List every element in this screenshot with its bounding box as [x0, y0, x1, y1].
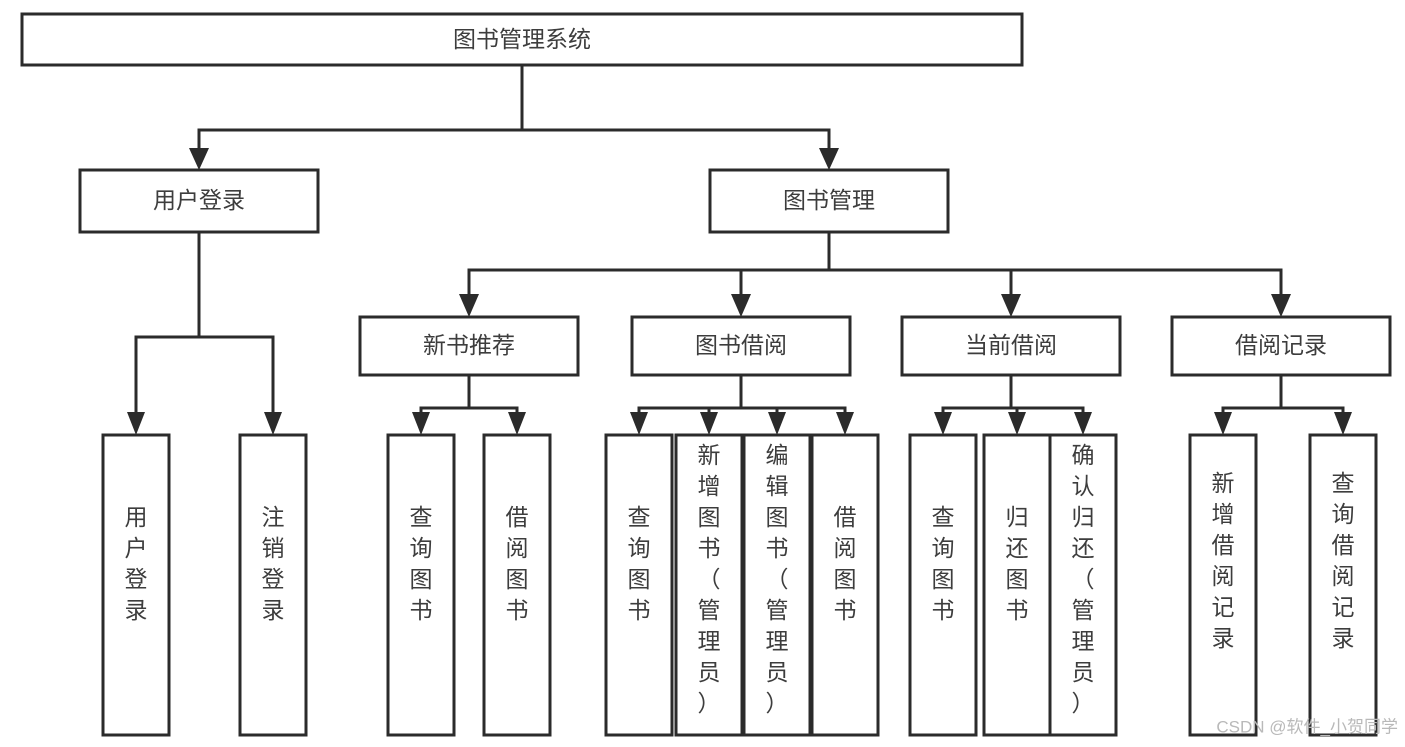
node-leaf-add-record-box[interactable]	[1188, 433, 1258, 737]
node-leaf-add-record[interactable]: 新增借阅记录	[1188, 433, 1258, 737]
node-leaf-user-login[interactable]: 用户登录	[101, 433, 171, 737]
arrow-leaf-query-book-1	[412, 412, 430, 435]
node-leaf-logout-label: 注销登录	[262, 504, 285, 623]
arrow-leaf-return-book	[1008, 412, 1026, 435]
node-leaf-user-login-box[interactable]	[101, 433, 171, 737]
node-leaf-query-book-2[interactable]: 查询图书	[604, 433, 674, 737]
node-leaf-add-book-box[interactable]	[674, 433, 744, 737]
node-leaf-borrow-book-1[interactable]: 借阅图书	[482, 433, 552, 737]
node-leaf-borrow-book-2-box[interactable]	[810, 433, 880, 737]
node-leaf-query-book-3-label: 查询图书	[932, 504, 955, 623]
node-leaf-borrow-book-2-label: 借阅图书	[834, 504, 857, 623]
node-borrow-record[interactable]: 借阅记录	[1170, 315, 1392, 377]
node-book-manage-box[interactable]	[708, 168, 950, 234]
node-leaf-confirm-return[interactable]: 确认归还（管理员）	[1048, 433, 1118, 737]
arrow-new-book-rec	[459, 294, 479, 317]
node-leaf-add-book[interactable]: 新增图书（管理员）	[674, 433, 744, 737]
arrow-book-borrow	[731, 294, 751, 317]
node-leaf-logout[interactable]: 注销登录	[238, 433, 308, 737]
arrow-leaf-query-record	[1334, 412, 1352, 435]
node-leaf-borrow-book-1-box[interactable]	[482, 433, 552, 737]
node-leaf-confirm-return-box[interactable]	[1048, 433, 1118, 737]
arrow-leaf-borrow-book-1	[508, 412, 526, 435]
arrow-leaf-query-book-2	[630, 412, 648, 435]
arrow-leaf-query-book-3	[934, 412, 952, 435]
node-leaf-query-record-box[interactable]	[1308, 433, 1378, 737]
node-book-borrow-box[interactable]	[630, 315, 852, 377]
node-leaf-confirm-return-label: 确认归还（管理员）	[1072, 442, 1095, 716]
node-leaf-query-book-2-box[interactable]	[604, 433, 674, 737]
node-leaf-edit-book[interactable]: 编辑图书（管理员）	[742, 433, 812, 737]
node-leaf-logout-box[interactable]	[238, 433, 308, 737]
node-leaf-borrow-book-2[interactable]: 借阅图书	[810, 433, 880, 737]
node-book-manage[interactable]: 图书管理	[708, 168, 950, 234]
node-root-label: 图书管理系统	[453, 26, 591, 52]
node-root[interactable]: 图书管理系统	[20, 12, 1024, 67]
node-leaf-query-book-2-label: 查询图书	[628, 504, 651, 623]
node-leaf-query-book-1-box[interactable]	[386, 433, 456, 737]
arrow-user-login	[189, 148, 209, 170]
node-leaf-add-record-label: 新增借阅记录	[1212, 470, 1235, 651]
arrow-leaf-borrow-book-2	[836, 412, 854, 435]
node-current-borrow-label: 当前借阅	[965, 332, 1057, 358]
node-new-book-rec[interactable]: 新书推荐	[358, 315, 580, 377]
node-leaf-query-record[interactable]: 查询借阅记录	[1308, 433, 1378, 737]
node-leaf-edit-book-box[interactable]	[742, 433, 812, 737]
arrow-current-borrow	[1001, 294, 1021, 317]
arrow-borrow-record	[1271, 294, 1291, 317]
node-book-borrow-label: 图书借阅	[695, 332, 787, 358]
node-leaf-add-book-label: 新增图书（管理员）	[698, 442, 721, 716]
node-current-borrow[interactable]: 当前借阅	[900, 315, 1122, 377]
node-leaf-query-book-1-label: 查询图书	[410, 504, 433, 623]
node-borrow-record-label: 借阅记录	[1235, 332, 1327, 358]
node-borrow-record-box[interactable]	[1170, 315, 1392, 377]
connector-layer	[127, 63, 1352, 435]
arrow-leaf-add-book	[700, 412, 718, 435]
arrow-leaf-logout	[264, 412, 282, 435]
node-leaf-return-book-label: 归还图书	[1006, 504, 1029, 623]
node-new-book-rec-box[interactable]	[358, 315, 580, 377]
node-current-borrow-box[interactable]	[900, 315, 1122, 377]
arrow-leaf-user-login	[127, 412, 145, 435]
node-leaf-query-record-label: 查询借阅记录	[1332, 470, 1355, 651]
csdn-watermark: CSDN @软件_小贺同学	[1216, 717, 1398, 736]
node-leaf-edit-book-label: 编辑图书（管理员）	[766, 442, 789, 716]
node-book-manage-label: 图书管理	[783, 187, 875, 213]
arrow-leaf-confirm-return	[1074, 412, 1092, 435]
node-leaf-query-book-3-box[interactable]	[908, 433, 978, 737]
node-leaf-query-book-1[interactable]: 查询图书	[386, 433, 456, 737]
node-user-login-label: 用户登录	[153, 187, 245, 213]
arrow-leaf-add-record	[1214, 412, 1232, 435]
leaf-nodes-layer: 用户登录 注销登录 查询图书 借阅图书 查询图书 新增图书（管理员）	[101, 433, 1378, 737]
node-user-login[interactable]: 用户登录	[78, 168, 320, 234]
arrow-book-manage	[819, 148, 839, 170]
node-book-borrow[interactable]: 图书借阅	[630, 315, 852, 377]
node-leaf-borrow-book-1-label: 借阅图书	[506, 504, 529, 623]
node-root-box[interactable]	[20, 12, 1024, 67]
node-user-login-box[interactable]	[78, 168, 320, 234]
arrow-leaf-edit-book	[768, 412, 786, 435]
node-leaf-return-book[interactable]: 归还图书	[982, 433, 1052, 737]
node-leaf-user-login-label: 用户登录	[125, 504, 148, 623]
node-leaf-query-book-3[interactable]: 查询图书	[908, 433, 978, 737]
node-new-book-rec-label: 新书推荐	[423, 332, 515, 358]
